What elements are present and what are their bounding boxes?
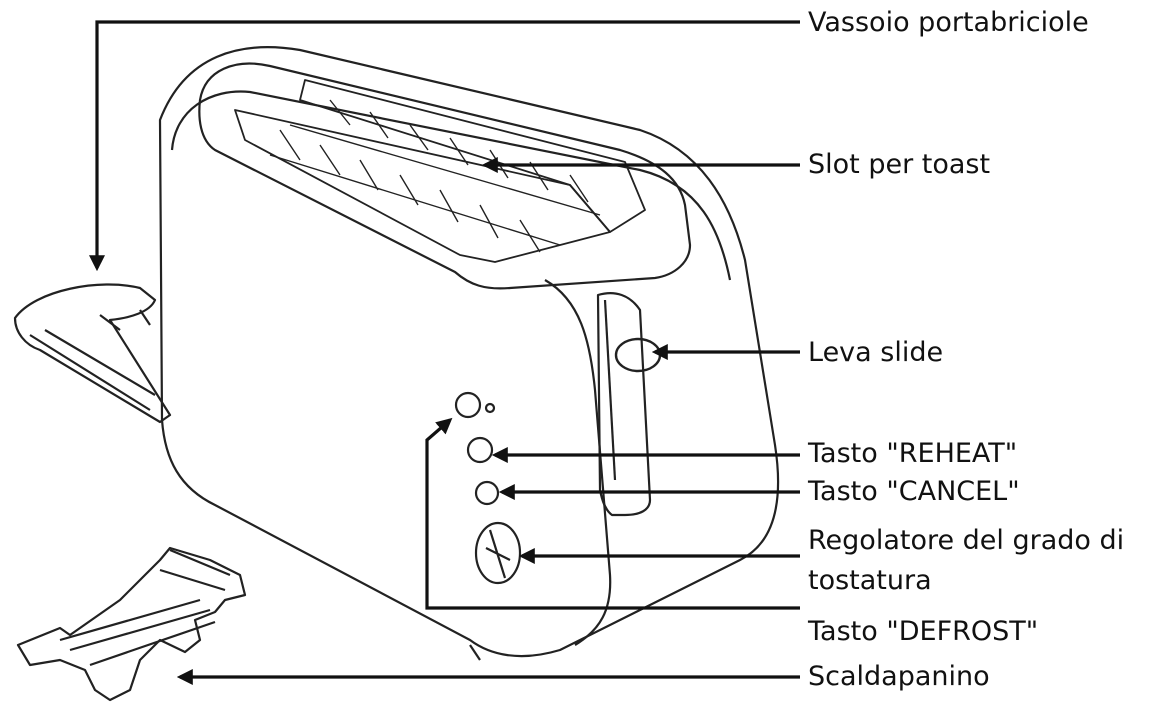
slot-right	[299, 79, 646, 233]
defrost-button	[454, 391, 482, 419]
label-bun-warmer: Scaldapanino	[808, 661, 990, 692]
slide-lever	[614, 337, 662, 373]
toaster-illustration	[13, 46, 780, 702]
label-browning-line2: tostatura	[808, 565, 932, 596]
reheat-button	[466, 436, 494, 464]
toaster-body	[158, 46, 780, 658]
label-cancel: Tasto "CANCEL"	[808, 476, 1020, 507]
label-toast-slot: Slot per toast	[808, 149, 991, 180]
lever-channel	[596, 292, 652, 517]
crumb-tray-line	[89, 20, 800, 272]
label-crumb-tray: Vassoio portabriciole	[808, 7, 1089, 38]
label-defrost: Tasto "DEFROST"	[808, 616, 1039, 647]
label-browning-line1: Regolatore del grado di	[808, 525, 1125, 556]
defrost-line	[425, 417, 800, 610]
label-slide-lever: Leva slide	[808, 337, 944, 368]
crumb-tray	[13, 283, 172, 424]
callout-lines	[89, 20, 800, 685]
cancel-button	[474, 480, 500, 506]
bun-warmer	[16, 546, 247, 702]
slot-left	[234, 109, 611, 263]
label-reheat: Tasto "REHEAT"	[808, 438, 1018, 469]
label-browning: Regolatore del grado di tostatura	[808, 521, 1124, 601]
top-opening	[198, 62, 692, 290]
